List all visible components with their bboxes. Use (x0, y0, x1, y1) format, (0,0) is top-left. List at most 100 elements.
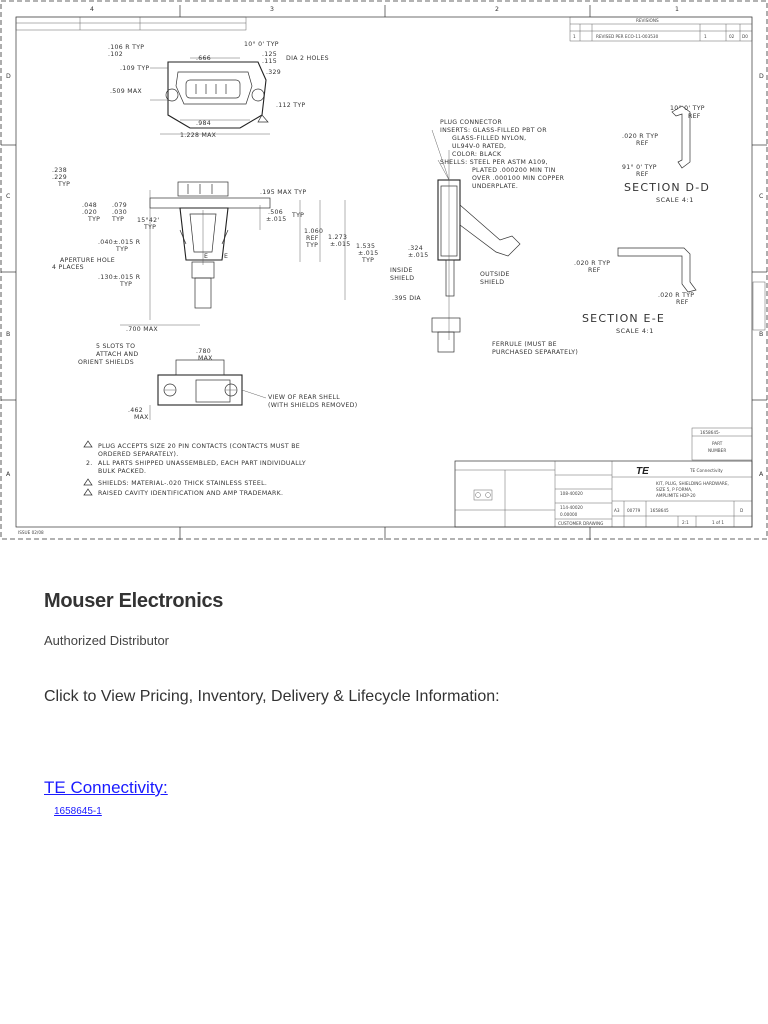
svg-text:PURCHASED SEPARATELY): PURCHASED SEPARATELY) (492, 349, 578, 356)
svg-text:±.015: ±.015 (266, 216, 286, 223)
svg-text:1: 1 (704, 34, 707, 39)
svg-text:.020 R TYP: .020 R TYP (574, 260, 610, 267)
svg-text:1.060: 1.060 (304, 228, 323, 235)
svg-text:1658645: 1658645 (650, 508, 669, 513)
svg-text:1.273: 1.273 (328, 234, 347, 241)
svg-text:SHIELD: SHIELD (480, 279, 504, 286)
svg-text:00779: 00779 (627, 508, 641, 513)
svg-text:2:1: 2:1 (682, 520, 689, 525)
svg-text:TE Connectivity: TE Connectivity (689, 468, 723, 473)
svg-text:OVER .000100 MIN COPPER: OVER .000100 MIN COPPER (472, 175, 565, 182)
svg-text:NUMBER: NUMBER (708, 448, 726, 453)
svg-text:ORDERED SEPARATELY).: ORDERED SEPARATELY). (98, 451, 178, 458)
part-number-link[interactable]: 1658645-1 (54, 806, 102, 817)
svg-text:OUTSIDE: OUTSIDE (480, 271, 510, 278)
svg-text:E: E (204, 253, 208, 260)
svg-text:ATTACH AND: ATTACH AND (96, 351, 138, 358)
svg-text:4: 4 (90, 6, 94, 13)
svg-text:C: C (759, 193, 764, 200)
svg-text:.984: .984 (196, 120, 211, 127)
svg-text:A: A (759, 471, 764, 478)
svg-text:ORIENT SHIELDS: ORIENT SHIELDS (78, 359, 134, 366)
rear-shell-view: 5 SLOTS TO ATTACH AND ORIENT SHIELDS .78… (78, 343, 357, 421)
svg-text:.780: .780 (196, 348, 211, 355)
svg-text:COLOR: BLACK: COLOR: BLACK (452, 151, 502, 158)
svg-text:4 PLACES: 4 PLACES (52, 264, 84, 271)
drawing-border (0, 0, 768, 540)
svg-text:2: 2 (495, 6, 499, 13)
svg-text:5 SLOTS TO: 5 SLOTS TO (96, 343, 135, 350)
svg-text:SECTION E-E: SECTION E-E (582, 312, 665, 325)
svg-text:.395 DIA: .395 DIA (392, 295, 421, 302)
svg-text:PLUG ACCEPTS SIZE 20 PIN CONTA: PLUG ACCEPTS SIZE 20 PIN CONTACTS (CONTA… (98, 443, 300, 450)
zone-markers: 4 3 2 1 D C B A D C B A (1, 5, 767, 540)
svg-text:TYP: TYP (305, 242, 318, 249)
svg-text:.102: .102 (108, 51, 123, 58)
te-logo: TE (636, 466, 649, 477)
distributor-name: Mouser Electronics (44, 590, 224, 612)
svg-text:REF: REF (636, 171, 649, 178)
svg-text:INSIDE: INSIDE (390, 267, 413, 274)
svg-text:REF: REF (676, 299, 689, 306)
svg-text:.329: .329 (266, 69, 281, 76)
svg-text:REVISED PER ECO-11-003530: REVISED PER ECO-11-003530 (596, 34, 659, 39)
svg-text:REVISIONS: REVISIONS (636, 18, 659, 23)
svg-text:.666: .666 (196, 55, 211, 62)
svg-text:SHIELD: SHIELD (390, 275, 414, 282)
svg-text:MAX: MAX (134, 414, 149, 421)
svg-text:10° 0' TYP: 10° 0' TYP (670, 104, 705, 112)
svg-text:.506: .506 (268, 209, 283, 216)
svg-text:D: D (759, 73, 764, 80)
svg-text:.020 R TYP: .020 R TYP (658, 292, 694, 299)
svg-text:1 of 1: 1 of 1 (712, 520, 724, 525)
svg-text:02: 02 (729, 34, 735, 39)
svg-text:.130±.015 R: .130±.015 R (98, 274, 141, 281)
svg-text:BULK PACKED.: BULK PACKED. (98, 468, 146, 475)
part-number-box: 1658645- PART NUMBER (691, 427, 753, 461)
svg-text:1.535: 1.535 (356, 243, 375, 250)
svg-text:1: 1 (573, 34, 576, 39)
svg-text:SHELLS: STEEL PER ASTM A109,: SHELLS: STEEL PER ASTM A109, (440, 159, 548, 166)
svg-text:.030: .030 (112, 209, 127, 216)
svg-text:SECTION D-D: SECTION D-D (624, 181, 710, 194)
svg-text:GLASS-FILLED NYLON,: GLASS-FILLED NYLON, (452, 135, 526, 142)
svg-text:TYP: TYP (119, 281, 132, 288)
issue-code: ISSUE 02/08 (18, 530, 44, 535)
svg-text:(WITH SHIELDS REMOVED): (WITH SHIELDS REMOVED) (268, 402, 357, 409)
svg-text:TYP: TYP (57, 181, 70, 188)
svg-text:REF: REF (688, 113, 701, 120)
svg-text:PART: PART (712, 441, 723, 446)
svg-text:108-40020: 108-40020 (560, 491, 583, 496)
section-d-d: 10° 0' TYP REF .020 R TYP REF 91° 0' TYP… (622, 104, 710, 204)
svg-text:RAISED CAVITY IDENTIFICATION A: RAISED CAVITY IDENTIFICATION AND AMP TRA… (98, 490, 283, 497)
svg-text:1.228 MAX: 1.228 MAX (180, 132, 217, 139)
svg-text:FERRULE (MUST BE: FERRULE (MUST BE (492, 341, 557, 348)
svg-text:.115: .115 (262, 58, 277, 65)
svg-text:D: D (740, 508, 743, 513)
svg-text:VIEW OF REAR SHELL: VIEW OF REAR SHELL (268, 394, 340, 401)
svg-text:3: 3 (270, 6, 274, 13)
manufacturer-link[interactable]: TE Connectivity: (44, 778, 168, 797)
svg-text:PLUG CONNECTOR: PLUG CONNECTOR (440, 119, 502, 126)
svg-text:A: A (6, 471, 11, 478)
svg-text:.079: .079 (112, 202, 127, 209)
svg-text:114-40020: 114-40020 (560, 505, 583, 510)
svg-text:2.: 2. (86, 460, 93, 467)
edge-tab (752, 281, 766, 331)
svg-text:TYP: TYP (87, 216, 100, 223)
info-strip (15, 16, 247, 31)
svg-text:TYP: TYP (143, 224, 156, 231)
svg-text:0.00000: 0.00000 (560, 512, 578, 517)
svg-text:A3: A3 (614, 508, 620, 513)
svg-text:INSERTS: GLASS-FILLED PBT OR: INSERTS: GLASS-FILLED PBT OR (440, 127, 547, 134)
svg-text:UNDERPLATE.: UNDERPLATE. (472, 183, 518, 190)
svg-text:.195 MAX TYP: .195 MAX TYP (260, 189, 306, 196)
svg-text:MAX: MAX (198, 355, 213, 362)
svg-text:.040±.015 R: .040±.015 R (98, 239, 141, 246)
svg-text:PLATED .000200 MIN TIN: PLATED .000200 MIN TIN (472, 167, 556, 174)
svg-text:SIZE 5, P FORMA,: SIZE 5, P FORMA, (656, 487, 692, 492)
svg-text:REF: REF (306, 235, 319, 242)
svg-text:.238: .238 (52, 167, 67, 174)
svg-text:APERTURE HOLE: APERTURE HOLE (60, 257, 115, 264)
pricing-prompt: Click to View Pricing, Inventory, Delive… (44, 688, 500, 705)
